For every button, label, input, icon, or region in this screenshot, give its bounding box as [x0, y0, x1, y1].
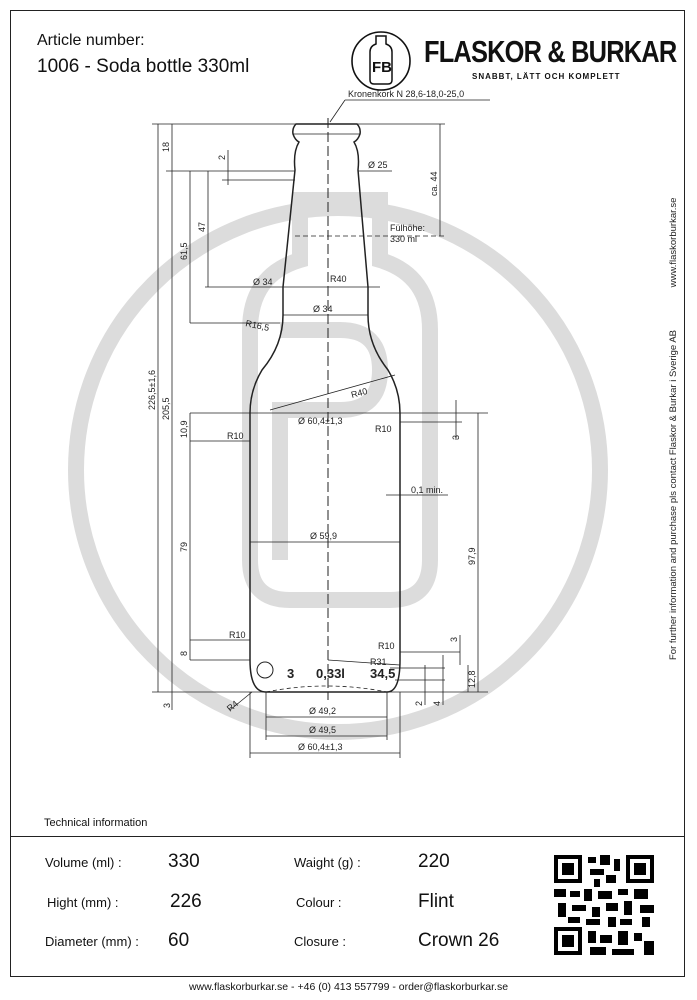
diameter-value: 60 [168, 930, 190, 951]
dimension-labels: Kronenkork N 28,6-18,0-25,0 226,5±1,6 20… [147, 89, 477, 752]
dim-ca44: ca. 44 [429, 171, 439, 196]
weight-label: Waight (g) : [294, 855, 361, 870]
closure-spec-label: Kronenkork N 28,6-18,0-25,0 [348, 89, 464, 99]
watermark-logo [68, 192, 608, 740]
side-contact-text: For further information and purchase pls… [668, 198, 679, 660]
weight-value: 220 [418, 851, 450, 872]
dim-0-1-min: 0,1 min. [411, 485, 443, 495]
closure-value: Crown 26 [418, 930, 500, 951]
article-title: 1006 - Soda bottle 330ml [37, 56, 250, 77]
dim-dia-60-4-a: Ø 60,4±1,3 [298, 416, 342, 426]
volume-value: 330 [168, 851, 200, 872]
dim-4: 4 [432, 701, 442, 706]
fill-volume-label: 330 ml [390, 234, 417, 244]
dim-dia-34-b: Ø 34 [313, 304, 333, 314]
dim-dia-60-4-b: Ø 60,4±1,3 [298, 742, 342, 752]
dim-r31: R31 [370, 657, 387, 667]
dim-r40-a: R40 [330, 274, 347, 284]
closure-label: Closure : [294, 934, 347, 949]
dim-18: 18 [161, 142, 171, 152]
dim-79: 79 [179, 542, 189, 552]
brand-name: FLASKOR & BURKAR [424, 34, 677, 69]
dim-61-5: 61,5 [179, 242, 189, 260]
svg-text:FB: FB [372, 59, 392, 76]
base-logo-icon [256, 661, 274, 679]
fill-height-label: Fülhöhe: [390, 223, 425, 233]
dim-total-height: 226,5±1,6 [147, 370, 157, 410]
technical-info-title: Technical information [44, 817, 148, 829]
volume-label: Volume (ml) : [45, 855, 122, 870]
dim-3-a: 3 [451, 435, 461, 440]
article-number-label: Article number: [37, 32, 145, 49]
footer-contact: www.flaskorburkar.se - +46 (0) 413 55779… [188, 981, 509, 993]
technical-drawing: Kronenkork N 28,6-18,0-25,0 226,5±1,6 20… [68, 89, 608, 758]
dim-47: 47 [197, 222, 207, 232]
qr-code-icon[interactable] [554, 855, 654, 955]
sheet-border [10, 10, 685, 977]
dim-97-9: 97,9 [467, 547, 477, 565]
dim-r10-a: R10 [227, 431, 244, 441]
dim-3-c: 3 [162, 703, 172, 708]
dim-r16-5: R16,5 [245, 318, 271, 333]
dimension-lines [152, 99, 490, 758]
contact-note: For further information and purchase pls… [668, 329, 679, 660]
dim-dia-34-a: Ø 34 [253, 277, 273, 287]
dim-dia-59-9: Ø 59,9 [310, 531, 337, 541]
dim-r40-b: R40 [350, 386, 369, 400]
brand-logo-icon: FB [351, 31, 411, 91]
dim-205: 205,5 [161, 397, 171, 420]
dim-2: 2 [217, 155, 227, 160]
height-label: Hight (mm) : [47, 895, 119, 910]
base-mark-code: 34,5 [370, 666, 395, 681]
base-mark-volume: 0,33l [316, 666, 345, 681]
dim-dia-25: Ø 25 [368, 160, 388, 170]
dim-r10-d: R10 [378, 641, 395, 651]
dim-dia-49-5: Ø 49,5 [309, 725, 336, 735]
dim-2-b: 2 [414, 701, 424, 706]
dim-12-8: 12,8 [467, 670, 477, 688]
side-website: www.flaskorburkar.se [668, 197, 679, 288]
colour-label: Colour : [296, 895, 342, 910]
dim-dia-49-2: Ø 49,2 [309, 706, 336, 716]
diameter-label: Diameter (mm) : [45, 934, 139, 949]
brand-tagline: SNABBT, LÄTT OCH KOMPLETT [472, 72, 621, 81]
dim-10-9: 10,9 [179, 420, 189, 438]
dim-3-b: 3 [449, 637, 459, 642]
height-value: 226 [170, 891, 202, 912]
section-divider [10, 836, 685, 837]
dim-8: 8 [179, 651, 189, 656]
base-mark-mould: 3 [287, 666, 294, 681]
colour-value: Flint [418, 891, 454, 912]
dim-r10-c: R10 [229, 630, 246, 640]
dim-r10-b: R10 [375, 424, 392, 434]
